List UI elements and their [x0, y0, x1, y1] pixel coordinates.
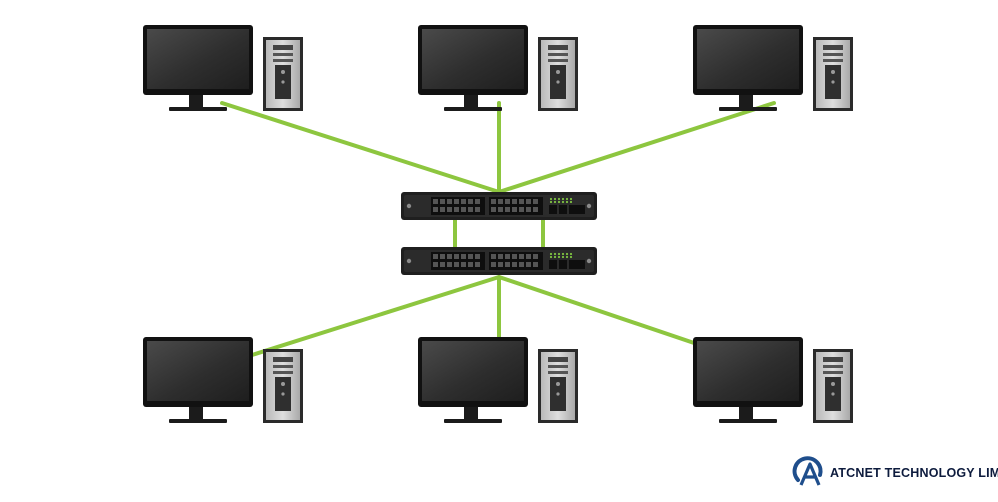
brand: ATCNET TECHNOLOGY LIMITED [790, 455, 998, 491]
computer-top-left [143, 25, 303, 111]
atcnet-logo-icon [790, 453, 826, 493]
computer-top-right [693, 25, 853, 111]
computer-bottom-center [418, 337, 578, 423]
cable-group [220, 101, 776, 357]
cable-top-left [220, 101, 501, 194]
brand-name: ATCNET TECHNOLOGY LIMITED [830, 466, 998, 480]
cable-top-right [497, 101, 776, 194]
network-switch-bottom [401, 247, 597, 275]
computer-bottom-left [143, 337, 303, 423]
computer-bottom-right [693, 337, 853, 423]
cable-bottom-right [497, 275, 702, 347]
network-switch-top [401, 192, 597, 220]
computer-top-center [418, 25, 578, 111]
cable-bottom-left [250, 275, 501, 357]
